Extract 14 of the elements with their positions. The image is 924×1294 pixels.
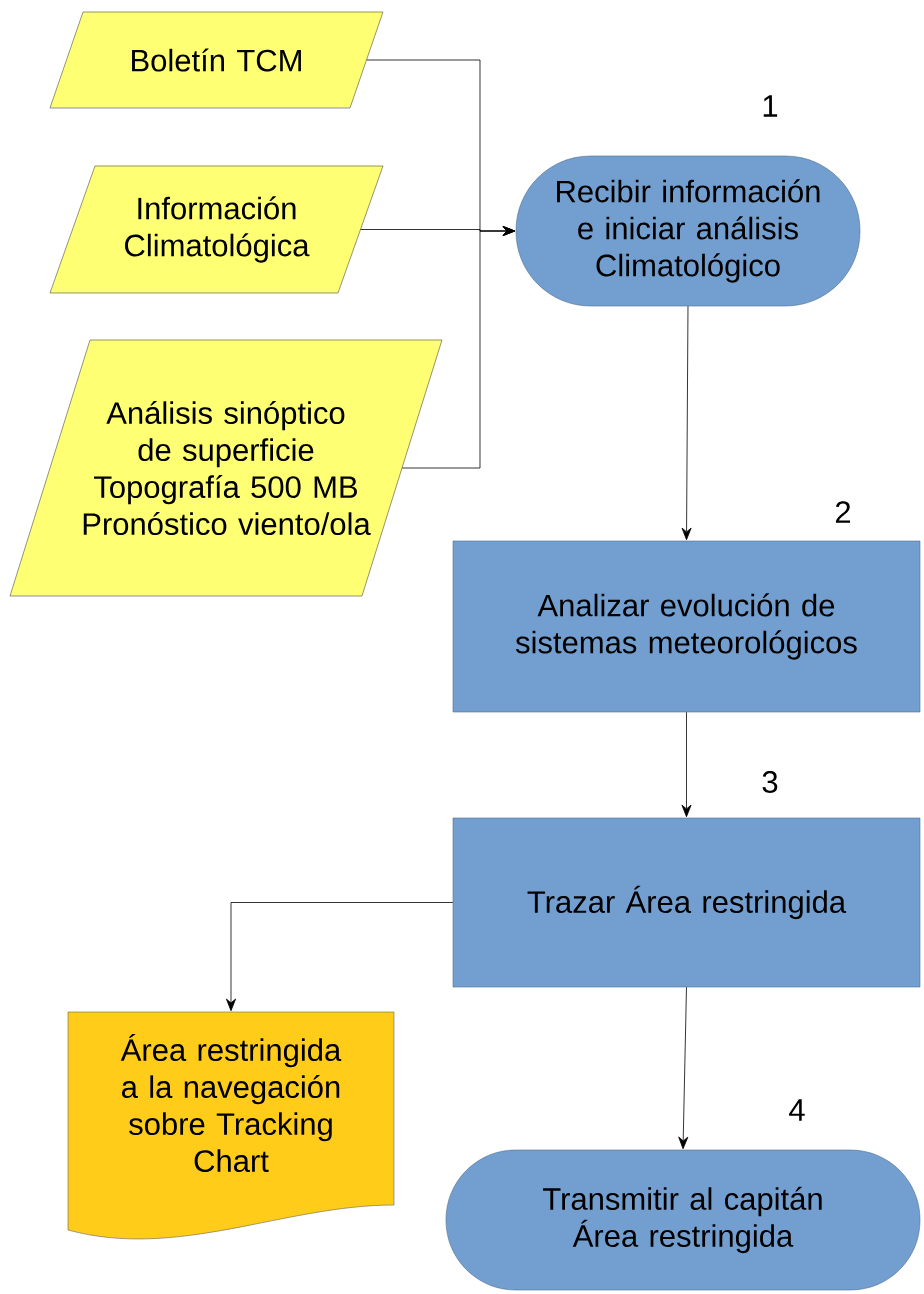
input-parallelogram: Boletín TCM: [49, 11, 384, 109]
arrow: [401, 226, 516, 469]
arrow: [226, 902, 454, 1012]
input-parallelogram: Análisis sinóptico de superficie Topografía 500 MB Pronóstico viento/ola: [9, 339, 443, 597]
process-box: Analizar evolución de sistemas meteorológicos: [452, 540, 921, 713]
input-parallelogram: Información Climatológica: [49, 165, 384, 294]
process-box: Trazar Área restringida: [452, 817, 921, 988]
arrow: [681, 305, 692, 541]
step-number: 1: [763, 95, 778, 117]
step-number: 2: [835, 501, 851, 523]
step-number: 3: [762, 771, 778, 793]
arrow: [681, 711, 692, 818]
arrow: [678, 986, 689, 1150]
step-number: 4: [789, 1099, 805, 1121]
